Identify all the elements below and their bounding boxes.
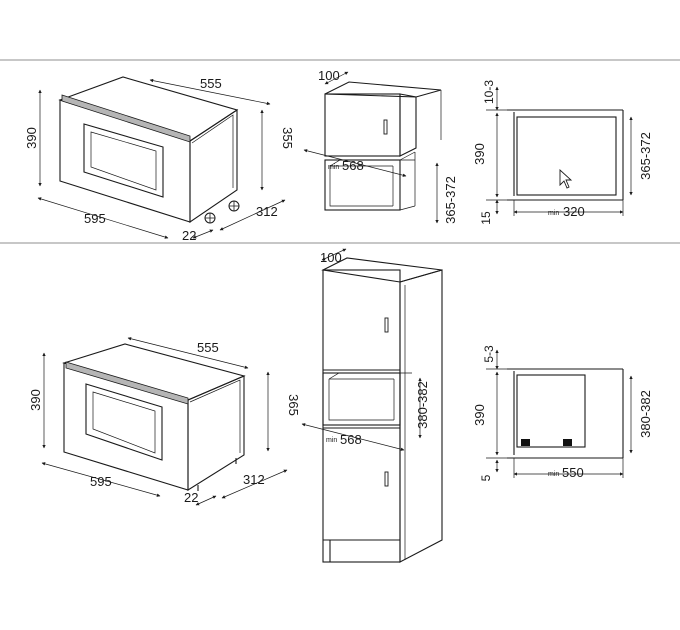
min-label: min (548, 471, 559, 478)
dim-height: 390 (24, 127, 39, 149)
bottom-section-view: 5-3 390 5 min 550 380-382 (472, 345, 653, 481)
dim-niche: 380-382 (638, 390, 653, 438)
dim-min-width: 568 (340, 432, 362, 447)
dim-depth-side: 312 (256, 204, 278, 219)
oven-foot (563, 439, 572, 446)
dim-height: 390 (472, 143, 487, 165)
dim-min-width: 568 (342, 158, 364, 173)
oven-foot (521, 439, 530, 446)
oven-door-window (83, 123, 164, 198)
dim-width: 595 (84, 211, 106, 226)
dim-min-depth: 320 (563, 204, 585, 219)
door-handle (384, 471, 389, 487)
dim-niche: 365-372 (638, 132, 653, 180)
dim-top-depth: 100 (320, 250, 342, 265)
oven-door-window (85, 383, 163, 461)
dim-depth-top: 555 (197, 340, 219, 355)
bottom-column-view: 100 min 568 380-382 (301, 248, 443, 563)
door-handle (384, 317, 389, 333)
dim-height: 390 (28, 389, 43, 411)
dim-gap: 5-3 (482, 345, 496, 363)
top-cabinet-view: 100 min 568 365-372 (303, 68, 458, 224)
dim-bottom: 15 (479, 211, 493, 225)
dim-width: 595 (90, 474, 112, 489)
dim-offset: 22 (182, 228, 196, 243)
dim-height: 390 (472, 404, 487, 426)
dim-min-depth: 550 (562, 465, 584, 480)
min-label: min (326, 437, 337, 444)
top-front-view: 555 390 355 595 312 22 (24, 76, 295, 243)
dim-height-range: 365-372 (443, 176, 458, 224)
adjustable-foot (228, 200, 240, 212)
dim-depth-side: 312 (243, 472, 265, 487)
min-label: min (548, 210, 559, 217)
dim-offset: 22 (184, 490, 198, 505)
trim-strip (65, 361, 189, 405)
dim-height-inner: 355 (280, 127, 295, 149)
adjustable-foot (204, 212, 216, 224)
trim-strip (61, 94, 191, 143)
dim-height-range: 380-382 (415, 381, 430, 429)
min-label: min (328, 164, 339, 171)
dim-depth-top: 555 (200, 76, 222, 91)
dim-height-inner: 365 (286, 394, 301, 416)
cursor-icon (559, 168, 573, 189)
top-section-view: 10-3 390 15 min 320 365-372 (472, 80, 653, 225)
dim-gap: 10-3 (482, 80, 496, 104)
dim-top-depth: 100 (318, 68, 340, 83)
door-handle (383, 119, 388, 135)
dim-bottom: 5 (479, 474, 493, 481)
bottom-front-view: 555 390 365 595 312 22 (28, 337, 301, 506)
